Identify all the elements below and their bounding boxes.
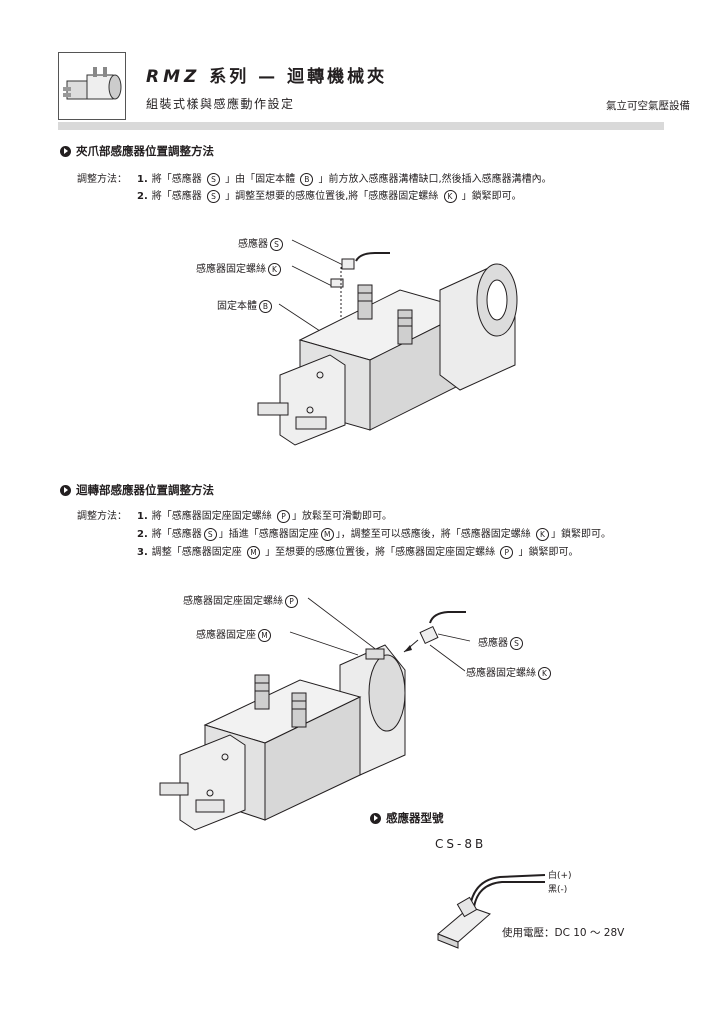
section1-heading: 夾爪部感應器位置調整方法 — [60, 143, 214, 159]
play-bullet-icon — [370, 812, 381, 824]
callout-text: 感應器 — [238, 239, 268, 250]
product-thumbnail — [58, 52, 126, 120]
circled-code-s: S — [206, 172, 220, 186]
page-subtitle: 組裝式樣與感應動作設定 — [146, 97, 295, 111]
wire-black-label: 黑(-) — [548, 885, 568, 895]
circled-code-m: M — [320, 527, 334, 541]
step-text: 調整「感應器固定座 — [151, 547, 245, 558]
gripper-thumbnail-icon — [63, 67, 122, 100]
section2-method-label: 調整方法： — [77, 511, 127, 522]
circled-code-m: M — [246, 545, 260, 559]
rotary-sensor-diagram — [159, 597, 471, 831]
circled-code-p: P — [500, 545, 514, 559]
callout-text: 固定本體 — [217, 301, 257, 312]
sensor-model-heading: 感應器型號 — [370, 810, 444, 826]
section2-step: 1.將「感應器固定座固定螺絲 P」放鬆至可滑動即可。 — [137, 507, 392, 523]
step-text: 」鎖緊即可。 — [515, 547, 579, 558]
wire-white-label: 白(+) — [548, 871, 572, 881]
step-text: 」至想要的感應位置後，將「感應器固定座固定螺絲 — [261, 547, 499, 558]
callout-text: 感應器固定螺絲 — [196, 264, 266, 275]
circled-code-s: S — [510, 636, 523, 650]
step-text: 」鎖緊即可。 — [458, 191, 522, 202]
step-text: 將「感應器 — [151, 529, 202, 540]
callout-text: 感應器固定座 — [196, 630, 256, 641]
sensor-voltage: 使用電壓：DC 10 ～ 28V — [502, 927, 625, 939]
brand-name: 氣立可空氣壓設備 — [606, 100, 690, 112]
header-divider — [58, 122, 664, 130]
step-text: 」放鬆至可滑動即可。 — [291, 511, 392, 522]
circled-code-p: P — [276, 509, 290, 523]
section1-step: 1.將「感應器 S 」由「固定本體 B 」前方放入感應器溝槽缺口,然後插入感應器… — [137, 170, 552, 186]
circled-code-b: B — [259, 299, 272, 313]
step-text: 」，調整至可以感應後，將「感應器固定螺絲 — [335, 529, 534, 540]
step-text: 將「感應器固定座固定螺絲 — [151, 511, 275, 522]
play-bullet-icon — [60, 145, 71, 157]
circled-code-k: K — [443, 189, 457, 203]
step-text: 」由「固定本體 — [221, 174, 299, 185]
step-number: 2. — [137, 191, 148, 202]
step-text: 將「感應器 — [151, 191, 205, 202]
callout-text: 感應器固定座固定螺絲 — [183, 596, 283, 607]
step-text: 」調整至想要的感應位置後,將「感應器固定螺絲 — [221, 191, 442, 202]
circled-code-s: S — [203, 527, 217, 541]
sensor-model-number: CS-8B — [435, 837, 487, 851]
step-text: 」插進「感應器固定座 — [218, 529, 319, 540]
step-text: 」前方放入感應器溝槽缺口,然後插入感應器溝槽內。 — [315, 174, 552, 185]
section1-method-label: 調整方法： — [77, 174, 127, 185]
circled-code-k: K — [268, 262, 281, 276]
page-title: RMZ 系列 — 迴轉機械夾 — [146, 67, 388, 87]
circled-code-k: K — [535, 527, 549, 541]
circled-code-m: M — [258, 628, 271, 642]
step-number: 3. — [137, 547, 148, 558]
section2-heading: 迴轉部感應器位置調整方法 — [60, 482, 214, 498]
circled-code-s: S — [206, 189, 220, 203]
callout-text: 感應器 — [478, 638, 508, 649]
section2-step: 3.調整「感應器固定座 M 」至想要的感應位置後，將「感應器固定座固定螺絲 P … — [137, 543, 579, 559]
step-text: 將「感應器 — [151, 174, 205, 185]
step-number: 2. — [137, 529, 148, 540]
sensor-cs8b-drawing — [437, 874, 546, 949]
callout-text: 感應器固定螺絲 — [466, 668, 536, 679]
circled-code-s: S — [270, 237, 283, 251]
circled-code-k: K — [538, 666, 551, 680]
play-bullet-icon — [60, 484, 71, 496]
step-text: 」鎖緊即可。 — [550, 529, 611, 540]
step-number: 1. — [137, 174, 148, 185]
circled-code-b: B — [300, 172, 314, 186]
section1-step: 2.將「感應器 S 」調整至想要的感應位置後,將「感應器固定螺絲 K 」鎖緊即可… — [137, 187, 522, 203]
gripper-jaw-sensor-diagram — [257, 239, 518, 446]
circled-code-p: P — [285, 594, 298, 608]
step-number: 1. — [137, 511, 148, 522]
